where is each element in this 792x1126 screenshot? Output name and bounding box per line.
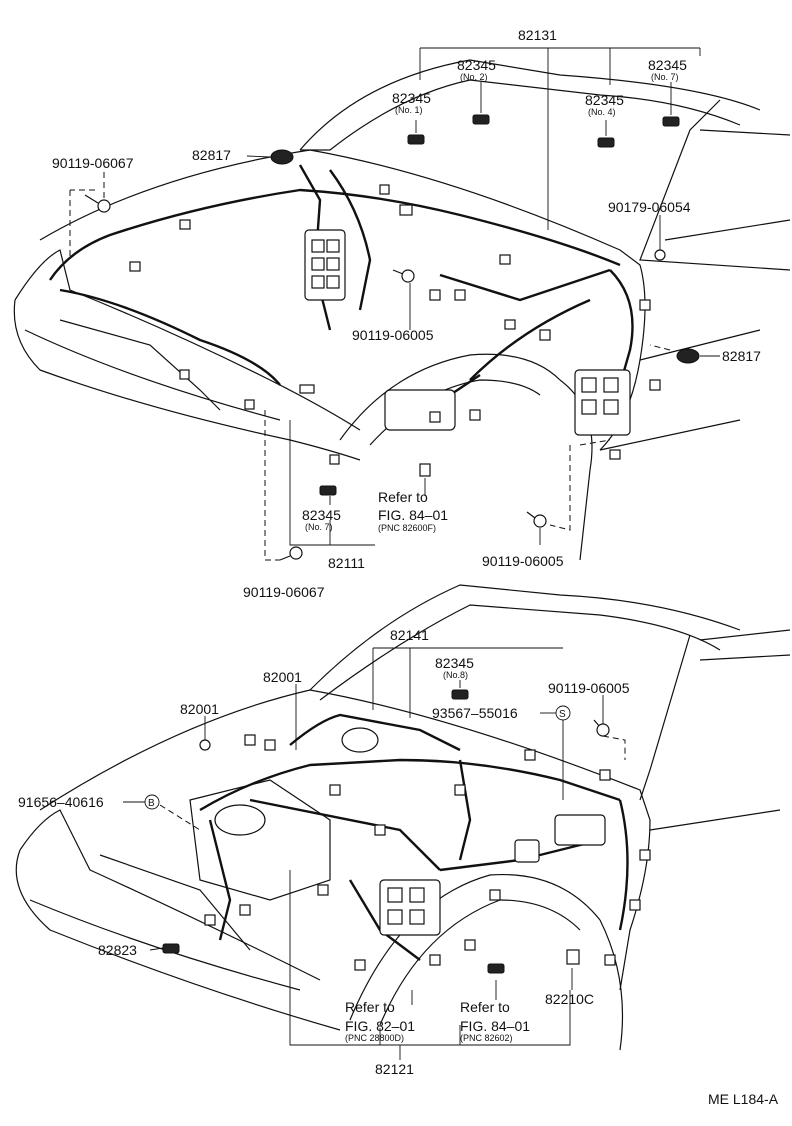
label-90119-06005-lower: 90119-06005: [548, 680, 630, 696]
label-82345-no7-top: 82345: [648, 57, 687, 73]
label-fig-84-01-a: FIG. 84–01: [378, 507, 448, 523]
clip-82823: [162, 943, 180, 954]
mark-b: B: [144, 794, 160, 810]
label-82345-no1: 82345: [392, 90, 431, 106]
upper-connectors: [129, 184, 661, 465]
clip-no4: [597, 137, 615, 148]
grommet-82001: [199, 739, 211, 751]
svg-text:B: B: [148, 798, 155, 809]
label-90119-06005-bottom: 90119-06005: [482, 553, 564, 569]
label-pnc-82600f: (PNC 82600F): [378, 523, 436, 533]
label-pnc-28800d: (PNC 28800D): [345, 1033, 404, 1043]
label-no4: (No. 4): [588, 107, 616, 117]
clip-no8: [451, 689, 469, 700]
bolt-90119-06067-bottom: [279, 546, 303, 561]
label-82345-no2: 82345: [457, 57, 496, 73]
lower-car-illustration: [15, 584, 791, 1060]
label-90119-06067-top: 90119-06067: [52, 155, 134, 171]
label-82141: 82141: [390, 627, 429, 643]
lower-connectors: [204, 734, 651, 971]
connector-82600f: [419, 463, 431, 477]
clip-no1: [407, 134, 425, 145]
label-no7-top: (No. 7): [651, 72, 679, 82]
label-refer-to-c: Refer to: [460, 999, 510, 1015]
label-82001-left: 82001: [180, 701, 219, 717]
connector-82602: [487, 963, 505, 974]
label-fig-84-01-b: FIG. 84–01: [460, 1018, 530, 1034]
label-pnc-82602: (PNC 82602): [460, 1033, 513, 1043]
label-no1: (No. 1): [395, 105, 423, 115]
label-82823: 82823: [98, 942, 137, 958]
bolt-90119-06005-bottom: [526, 511, 547, 528]
bolt-90119-06005-lower: [593, 719, 610, 737]
bolt-90119-06005-center: [392, 269, 415, 283]
label-82817-right: 82817: [722, 348, 761, 364]
label-refer-to-a: Refer to: [378, 489, 428, 505]
label-90119-06067-bottom: 90119-06067: [243, 584, 325, 600]
label-90119-06005-center: 90119-06005: [352, 327, 434, 343]
clip-no7-top: [662, 116, 680, 127]
label-no2: (No. 2): [460, 72, 488, 82]
label-82131: 82131: [518, 27, 557, 43]
grommet-82817-right: [676, 348, 700, 364]
upper-car-illustration: [13, 47, 791, 561]
bolt-90119-06067-top: [84, 194, 111, 213]
label-82345-no8: 82345: [435, 655, 474, 671]
label-82345-no7-bottom: 82345: [302, 507, 341, 523]
label-90179-06054: 90179-06054: [608, 199, 691, 215]
label-fig-82-01: FIG. 82–01: [345, 1018, 415, 1034]
label-no8: (No.8): [443, 670, 468, 680]
clip-no2: [472, 114, 490, 125]
label-82111: 82111: [328, 555, 365, 571]
label-91656-40616: 91656–40616: [18, 794, 104, 810]
svg-text:S: S: [559, 709, 566, 720]
label-82817-top: 82817: [192, 147, 231, 163]
label-93567-55016: 93567–55016: [432, 705, 518, 721]
label-refer-to-b: Refer to: [345, 999, 395, 1015]
label-82210c: 82210C: [545, 991, 594, 1007]
grommet-82817-top: [270, 149, 294, 165]
connector-82210c: [566, 949, 580, 965]
clip-no7-bottom: [319, 485, 337, 496]
label-82001-top: 82001: [263, 669, 302, 685]
label-no7-bottom: (No. 7): [305, 522, 333, 532]
bolt-90179-06054: [654, 249, 666, 261]
label-82121: 82121: [375, 1061, 414, 1077]
mark-s: S: [555, 705, 571, 721]
label-82345-no4: 82345: [585, 92, 624, 108]
diagram-code: ME L184-A: [708, 1091, 779, 1107]
